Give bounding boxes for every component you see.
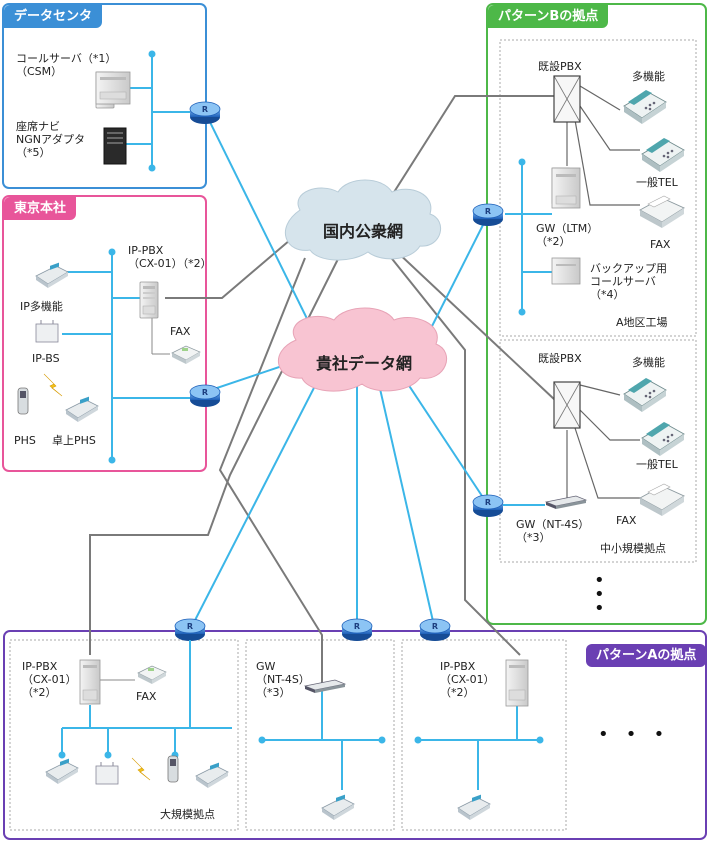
tokyo-frame	[2, 195, 207, 472]
factory-fax-label: FAX	[650, 238, 671, 251]
router-large-site	[174, 618, 206, 642]
tokyo-ip-pbx-label: IP-PBX （CX-01）（*2）	[128, 244, 212, 270]
factory-pbx-label: 既設PBX	[538, 60, 582, 73]
public-network-lines	[89, 95, 556, 685]
desk-phs-label: 卓上PHS	[52, 434, 96, 447]
router-small-pbx-site	[419, 618, 451, 642]
factory-gw-label: GW（LTM） （*2）	[536, 222, 599, 248]
phs-label: PHS	[14, 434, 36, 447]
company-network-label: 貴社データ網	[316, 354, 413, 373]
public-network-label: 国内公衆網	[323, 222, 404, 241]
small-multi-label: 多機能	[632, 356, 665, 369]
ip-bs-label: IP-BS	[32, 352, 60, 365]
pattern-a-ellipsis: • • •	[598, 724, 665, 745]
data-center-frame	[2, 3, 207, 189]
small-pbx-label: 既設PBX	[538, 352, 582, 365]
call-server-label: コールサーバ（*1） （CSM）	[16, 52, 117, 78]
ip-multi-label: IP多機能	[20, 300, 63, 313]
router-factory	[472, 203, 504, 227]
router-data-center	[189, 101, 221, 125]
gw-site-label: GW （NT-4S） （*3）	[256, 660, 310, 699]
tokyo-fax-label: FAX	[170, 325, 191, 338]
factory-tel-label: 一般TEL	[636, 176, 678, 189]
pattern-b-frame	[486, 3, 707, 625]
pattern-a-title: パターンAの拠点	[586, 644, 707, 667]
router-tokyo	[189, 384, 221, 408]
data-center-title: データセンタ	[4, 5, 103, 28]
small-gw-label: GW（NT-4S） （*3）	[516, 518, 590, 544]
large-fax-label: FAX	[136, 690, 157, 703]
large-pbx-label: IP-PBX （CX-01） （*2）	[22, 660, 77, 699]
router-gw-site	[341, 618, 373, 642]
company-data-network-cloud	[278, 307, 448, 392]
factory-site-label: A地区工場	[616, 316, 668, 329]
factory-multi-label: 多機能	[632, 70, 665, 83]
data-network-lines	[189, 111, 489, 631]
public-network-cloud	[284, 179, 441, 261]
pattern-b-ellipsis: • • •	[594, 570, 605, 619]
backup-server-label: バックアップ用 コールサーバ （*4）	[590, 262, 667, 301]
small-fax-label: FAX	[616, 514, 637, 527]
router-small-site	[472, 494, 504, 518]
small-site-label: 中小規模拠点	[600, 542, 666, 555]
small-pbx-site-label: IP-PBX （CX-01） （*2）	[440, 660, 495, 699]
pattern-b-title: パターンBの拠点	[488, 5, 609, 28]
ngn-adapter-label: 座席ナビ NGNアダプタ （*5）	[16, 120, 85, 159]
small-tel-label: 一般TEL	[636, 458, 678, 471]
tokyo-hq-title: 東京本社	[4, 197, 77, 220]
large-site-label: 大規模拠点	[160, 808, 215, 821]
